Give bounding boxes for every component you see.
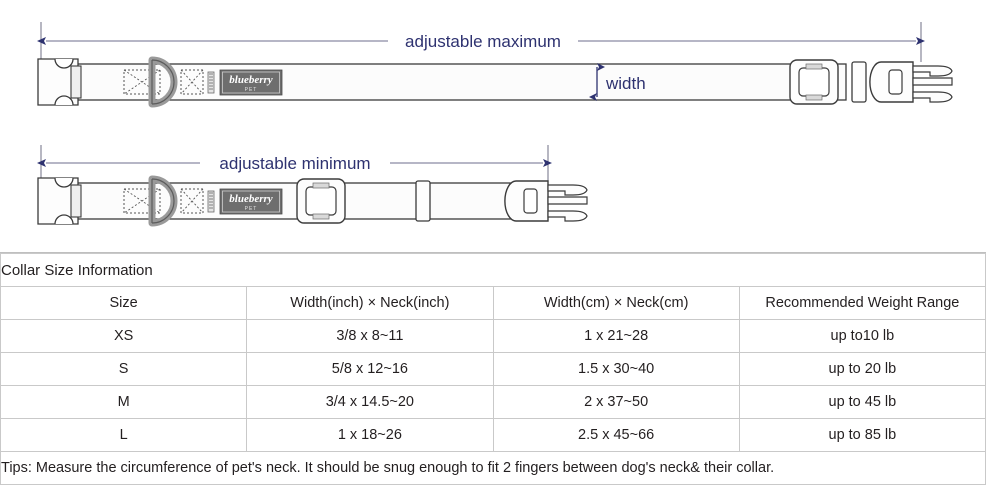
buckle-female-end-min [37, 177, 82, 225]
label-adjustable-maximum: adjustable maximum [405, 32, 561, 51]
label-width: width [605, 74, 646, 93]
brand-name-min: blueberry [229, 193, 273, 205]
buckle-female-end-max [37, 58, 82, 106]
cell-cm: 2 x 37~50 [492, 385, 740, 419]
brand-sub-max: PET [245, 87, 258, 93]
tips-text: Tips: Measure the circumference of pet's… [0, 451, 986, 485]
stitch-strip-max [207, 71, 215, 94]
collar-size-information-section: Collar Size Information Size Width(inch)… [0, 252, 986, 485]
header-cm: Width(cm) × Neck(cm) [492, 286, 740, 320]
brand-name-max: blueberry [229, 74, 273, 86]
d-ring-max [148, 56, 178, 108]
cell-weight: up to 45 lb [738, 385, 986, 419]
buckle-male-end-min [504, 180, 588, 222]
cell-inch: 3/4 x 14.5~20 [246, 385, 494, 419]
cell-weight: up to 85 lb [738, 418, 986, 452]
cell-size: S [0, 352, 248, 386]
slider-adjuster-max [789, 59, 839, 105]
stitch-box-right-max [180, 69, 204, 95]
table-title: Collar Size Information [0, 253, 986, 287]
brand-label-max: blueberry PET [219, 69, 283, 96]
cell-inch: 1 x 18~26 [246, 418, 494, 452]
cell-size: XS [0, 319, 248, 353]
cell-cm: 1 x 21~28 [492, 319, 740, 353]
cell-inch: 3/8 x 8~11 [246, 319, 494, 353]
cell-weight: up to10 lb [738, 319, 986, 353]
brand-label-min: blueberry PET [219, 188, 283, 215]
collar-maximum-group: adjustable maximum [37, 22, 953, 108]
stitch-strip-min [207, 190, 215, 213]
width-annotation: width [589, 63, 646, 101]
collar-minimum-group: adjustable minimum [37, 145, 588, 227]
keeper-loop-max [851, 61, 867, 103]
table-header-row: Size Width(inch) × Neck(inch) Width(cm) … [0, 286, 986, 320]
brand-sub-min: PET [245, 206, 258, 212]
label-adjustable-minimum: adjustable minimum [219, 154, 370, 173]
header-size: Size [0, 286, 248, 320]
table-row: XS 3/8 x 8~11 1 x 21~28 up to10 lb [0, 319, 986, 353]
d-ring-min [148, 175, 178, 227]
strap-body-max [75, 63, 847, 101]
cell-cm: 2.5 x 45~66 [492, 418, 740, 452]
cell-size: L [0, 418, 248, 452]
cell-inch: 5/8 x 12~16 [246, 352, 494, 386]
cell-size: M [0, 385, 248, 419]
table-row: M 3/4 x 14.5~20 2 x 37~50 up to 45 lb [0, 385, 986, 419]
slider-adjuster-min [296, 178, 346, 224]
header-weight: Recommended Weight Range [738, 286, 986, 320]
stitch-box-right-min [180, 188, 204, 214]
table-title-row: Collar Size Information [0, 253, 986, 287]
cell-cm: 1.5 x 30~40 [492, 352, 740, 386]
table-row: S 5/8 x 12~16 1.5 x 30~40 up to 20 lb [0, 352, 986, 386]
size-table: Collar Size Information Size Width(inch)… [0, 253, 986, 485]
cell-weight: up to 20 lb [738, 352, 986, 386]
table-row: L 1 x 18~26 2.5 x 45~66 up to 85 lb [0, 418, 986, 452]
collar-diagram: adjustable maximum [37, 22, 953, 227]
header-inch: Width(inch) × Neck(inch) [246, 286, 494, 320]
table-tips-row: Tips: Measure the circumference of pet's… [0, 451, 986, 485]
keeper-loop-min [415, 180, 431, 222]
buckle-male-end-max [869, 61, 953, 103]
